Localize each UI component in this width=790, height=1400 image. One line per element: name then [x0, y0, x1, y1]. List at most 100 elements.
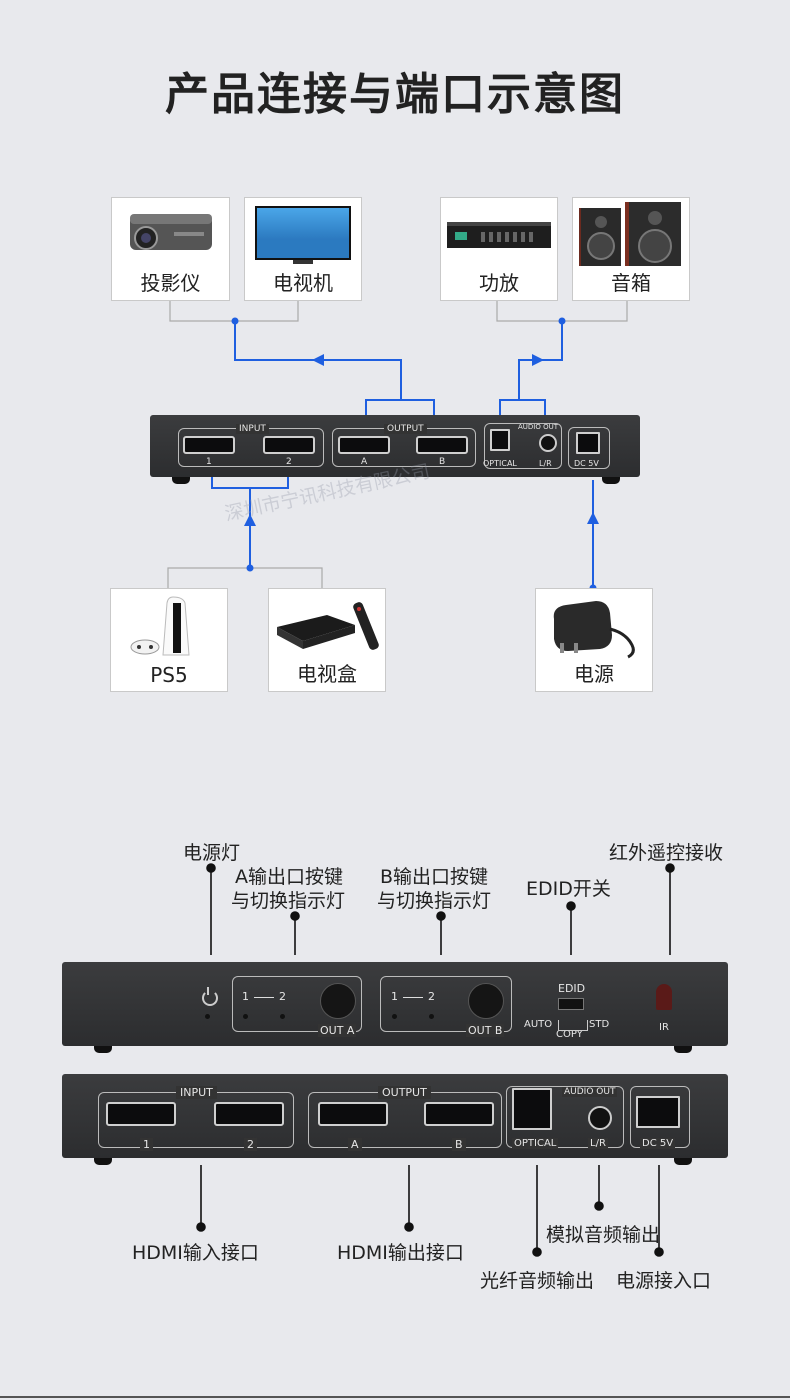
ps5-card: PS5 — [110, 588, 228, 692]
out-a-led-1 — [243, 1014, 248, 1019]
out-b-led-1 — [392, 1014, 397, 1019]
callout-hdmi-out: HDMI输出接口 — [337, 1242, 464, 1264]
out-b-label: OUT B — [466, 1024, 505, 1037]
edid-switch[interactable] — [558, 998, 584, 1010]
out-a-label: OUT A — [318, 1024, 357, 1037]
ps5-image — [130, 596, 190, 656]
optical-port[interactable] — [490, 429, 510, 451]
out-b-led-2 — [429, 1014, 434, 1019]
output-a-label-large: A — [348, 1138, 362, 1151]
lr-label-large: L/R — [588, 1138, 608, 1149]
hdmi-output-b-port-large[interactable] — [424, 1102, 494, 1126]
input-2-label-large: 2 — [244, 1138, 257, 1151]
projector-image — [130, 214, 212, 250]
hdmi-output-a-port[interactable] — [338, 436, 390, 454]
hdmi-output-b-port[interactable] — [416, 436, 468, 454]
output-a-label: A — [361, 457, 368, 467]
dc-port[interactable] — [576, 432, 600, 454]
output-label: OUTPUT — [384, 424, 427, 434]
out-a-two: 2 — [279, 990, 286, 1003]
callout-analog-audio: 模拟音频输出 — [546, 1224, 661, 1246]
output-b-label: B — [439, 457, 446, 467]
amplifier-card: 功放 — [440, 197, 558, 301]
callout-power-in: 电源接入口 — [616, 1270, 712, 1292]
input-label: INPUT — [236, 424, 269, 434]
audio-out-label: AUDIO OUT — [518, 423, 559, 431]
projector-card: 投影仪 — [111, 197, 230, 301]
page-title: 产品连接与端口示意图 — [165, 69, 625, 120]
dc-label: DC 5V — [574, 459, 599, 468]
ps5-label: PS5 — [150, 663, 188, 687]
audio-jack-port[interactable] — [539, 434, 557, 452]
bottom-divider — [0, 1396, 790, 1398]
hdmi-output-a-port-large[interactable] — [318, 1102, 388, 1126]
output-b-label-large: B — [452, 1138, 466, 1151]
tvbox-label: 电视盒 — [297, 662, 357, 686]
input-1-label: 1 — [206, 457, 212, 467]
power-label: 电源 — [574, 662, 614, 686]
out-a-button[interactable] — [320, 983, 356, 1019]
input-1-label-large: 1 — [140, 1138, 153, 1151]
output-label-large: OUTPUT — [378, 1086, 431, 1099]
amplifier-image — [447, 222, 551, 248]
out-b-one: 1 — [391, 990, 398, 1003]
callout-b-key-2: 与切换指示灯 — [377, 890, 492, 912]
power-card: 电源 — [535, 588, 653, 692]
edid-label: EDID — [558, 982, 586, 995]
amplifier-label: 功放 — [479, 271, 519, 295]
optical-label: OPTICAL — [483, 459, 517, 468]
audio-out-label-large: AUDIO OUT — [562, 1087, 618, 1097]
edid-auto-label: AUTO — [524, 1019, 553, 1030]
switch-front-panel: 1 2 OUT A 1 2 OUT B EDID AUTO COPY STD I… — [62, 962, 728, 1053]
input-2-label: 2 — [286, 457, 292, 467]
edid-copy-label: COPY — [556, 1029, 583, 1040]
switch-rear-panel-large: INPUT 1 2 OUTPUT A B AUDIO OUT OPTICAL L… — [62, 1074, 728, 1165]
lr-label: L/R — [539, 459, 552, 468]
callout-ir: 红外遥控接收 — [609, 842, 724, 864]
optical-port-large[interactable] — [512, 1088, 552, 1130]
out-a-one: 1 — [242, 990, 249, 1003]
callout-edid: EDID开关 — [526, 878, 611, 900]
edid-std-label: STD — [589, 1019, 610, 1030]
out-b-two: 2 — [428, 990, 435, 1003]
dc-group — [568, 427, 610, 469]
out-a-group — [232, 976, 362, 1032]
speakers-card: 音箱 — [572, 197, 690, 301]
tv-card: 电视机 — [244, 197, 362, 301]
audio-jack-port-large[interactable] — [588, 1106, 612, 1130]
power-icon — [202, 990, 218, 1006]
callout-a-key-2: 与切换指示灯 — [231, 890, 346, 912]
hdmi-input-2-port[interactable] — [263, 436, 315, 454]
power-icon-stem — [207, 987, 209, 995]
hdmi-input-1-port-large[interactable] — [106, 1102, 176, 1126]
callout-a-key-1: A输出口按键 — [235, 866, 343, 888]
dc-port-large[interactable] — [636, 1096, 680, 1128]
out-a-led-2 — [280, 1014, 285, 1019]
ir-sensor — [656, 984, 672, 1010]
speakers-image — [579, 202, 681, 266]
tvbox-image — [277, 602, 379, 650]
switch-rear-panel: INPUT 1 2 OUTPUT A B AUDIO OUT OPTICAL L… — [150, 415, 640, 484]
out-b-group — [380, 976, 512, 1032]
callout-power-led: 电源灯 — [183, 842, 241, 864]
hdmi-input-1-port[interactable] — [183, 436, 235, 454]
callout-lines — [196, 863, 675, 1257]
tv-label: 电视机 — [273, 271, 333, 295]
projector-label: 投影仪 — [140, 271, 201, 295]
callout-optical-audio: 光纤音频输出 — [480, 1270, 595, 1292]
out-b-button[interactable] — [468, 983, 504, 1019]
speakers-label: 音箱 — [611, 271, 651, 295]
audio-group-large — [506, 1086, 624, 1148]
tv-image — [255, 206, 351, 264]
optical-label-large: OPTICAL — [512, 1138, 559, 1149]
dc-label-large: DC 5V — [640, 1138, 676, 1149]
audio-group — [484, 423, 562, 469]
tvbox-card: 电视盒 — [268, 588, 386, 692]
ir-label: IR — [659, 1022, 669, 1033]
callout-hdmi-in: HDMI输入接口 — [132, 1242, 259, 1264]
power-adapter-image — [553, 601, 635, 659]
input-label-large: INPUT — [176, 1086, 217, 1099]
power-led — [205, 1014, 210, 1019]
hdmi-input-2-port-large[interactable] — [214, 1102, 284, 1126]
callout-b-key-1: B输出口按键 — [380, 866, 489, 888]
